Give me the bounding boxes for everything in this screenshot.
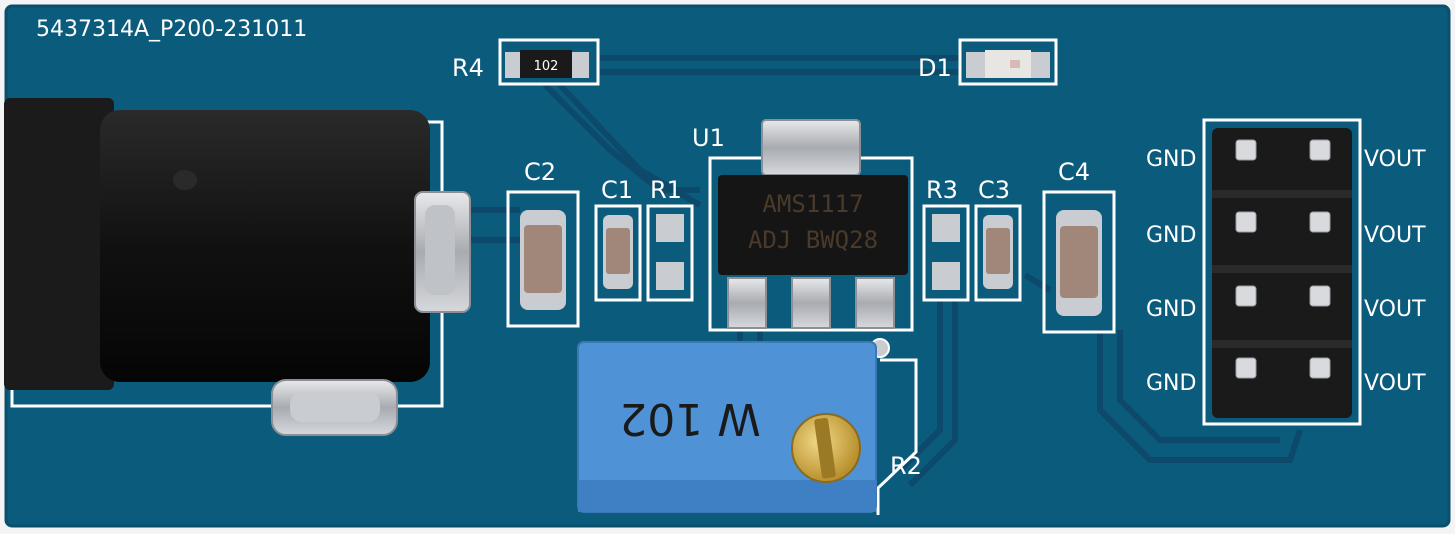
resistor-r4: 102 [498,38,600,86]
label-r1: R1 [650,176,682,204]
header-left-label: GND [1146,223,1196,248]
led-d1 [958,38,1058,86]
label-c1: C1 [601,176,633,204]
resistor-r1 [646,204,694,302]
label-d1: D1 [918,54,952,82]
label-c2: C2 [524,158,556,186]
capacitor-c2 [506,190,580,328]
regulator-marking-line2: ADJ BWQ28 [748,226,878,254]
label-r4: R4 [452,54,484,82]
label-c4: C4 [1058,158,1090,186]
label-u1: U1 [692,124,725,152]
resistor-code-label: 102 [534,59,559,74]
copper-traces [470,55,1303,488]
capacitor-c3 [974,204,1022,302]
header-right-label: VOUT [1364,223,1426,248]
label-r2: R2 [890,452,922,480]
board-part-code: 5437314A_P200-231011 [36,17,307,42]
label-r3: R3 [926,176,958,204]
header-left-label: GND [1146,371,1196,396]
pin-header [1202,118,1362,426]
capacitor-c1 [594,204,642,302]
header-left-label: GND [1146,147,1196,172]
capacitor-c4 [1042,190,1116,334]
dc-power-jack [4,98,471,436]
trimmer-potentiometer-r2: W 102 [577,341,918,515]
potentiometer-marking: W 102 [619,393,760,444]
header-right-label: VOUT [1364,147,1426,172]
header-right-label: VOUT [1364,371,1426,396]
header-right-label: VOUT [1364,297,1426,322]
regulator-marking-line1: AMS1117 [762,190,863,218]
label-c3: C3 [978,176,1010,204]
resistor-r3 [922,204,970,302]
header-left-label: GND [1146,297,1196,322]
